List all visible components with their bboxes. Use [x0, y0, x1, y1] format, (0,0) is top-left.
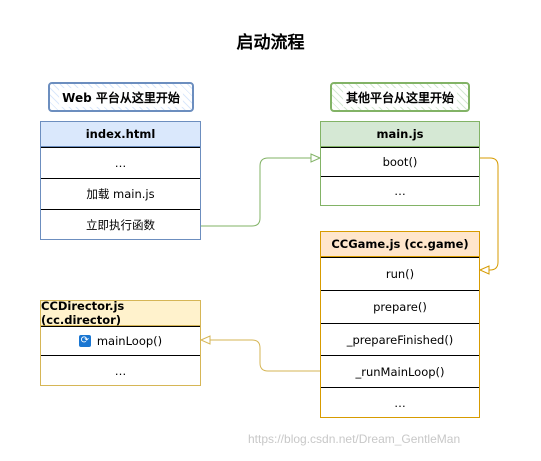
ccgame-row-prepare-finished: _prepareFinished() [321, 323, 479, 355]
edge-boot-to-run-arrow [478, 265, 490, 275]
index-row-load-main: 加载 main.js [41, 178, 200, 209]
ccgame-row-ellipsis: … [321, 387, 479, 417]
web-platform-note: Web 平台从这里开始 [48, 82, 194, 112]
ccgame-row-run-main-loop: _runMainLoop() [321, 355, 479, 387]
ccdirector-box: CCDirector.js (cc.director) ⟳ mainLoop()… [40, 299, 201, 386]
edge-boot-to-run [480, 157, 499, 271]
other-platform-note: 其他平台从这里开始 [330, 82, 470, 112]
other-platform-note-label: 其他平台从这里开始 [342, 87, 457, 107]
edge-iife-to-boot [201, 157, 312, 227]
ccdirector-row-main-loop-label: mainLoop() [96, 334, 163, 348]
web-platform-note-label: Web 平台从这里开始 [59, 87, 183, 107]
index-row-iife: 立即执行函数 [41, 209, 200, 239]
ccgame-row-run: run() [321, 257, 479, 290]
main-js-box: main.js boot() … [320, 121, 480, 206]
ccgame-box: CCGame.js (cc.game) run() prepare() _pre… [320, 231, 480, 418]
index-row-ellipsis: … [41, 147, 200, 178]
ccgame-row-prepare: prepare() [321, 290, 479, 323]
edge-iife-to-boot-arrow [310, 153, 322, 163]
ccdirector-header: CCDirector.js (cc.director) [41, 299, 200, 327]
ccdirector-row-main-loop: ⟳ mainLoop() [41, 326, 200, 355]
ccgame-header: CCGame.js (cc.game) [321, 232, 479, 257]
index-html-box: index.html … 加载 main.js 立即执行函数 [40, 121, 201, 240]
edge-runmainloop-to-mainloop [210, 339, 320, 372]
diagram-title: 启动流程 [236, 33, 305, 53]
loop-icon: ⟳ [78, 335, 91, 347]
main-js-header: main.js [321, 122, 479, 147]
main-row-ellipsis: … [321, 176, 479, 205]
main-row-boot: boot() [321, 147, 479, 176]
ccdirector-row-ellipsis: … [41, 355, 200, 385]
edge-runmainloop-to-mainloop-arrow [199, 335, 211, 345]
index-html-header: index.html [41, 122, 200, 147]
watermark: https://blog.csdn.net/Dream_GentleMan [248, 432, 461, 446]
